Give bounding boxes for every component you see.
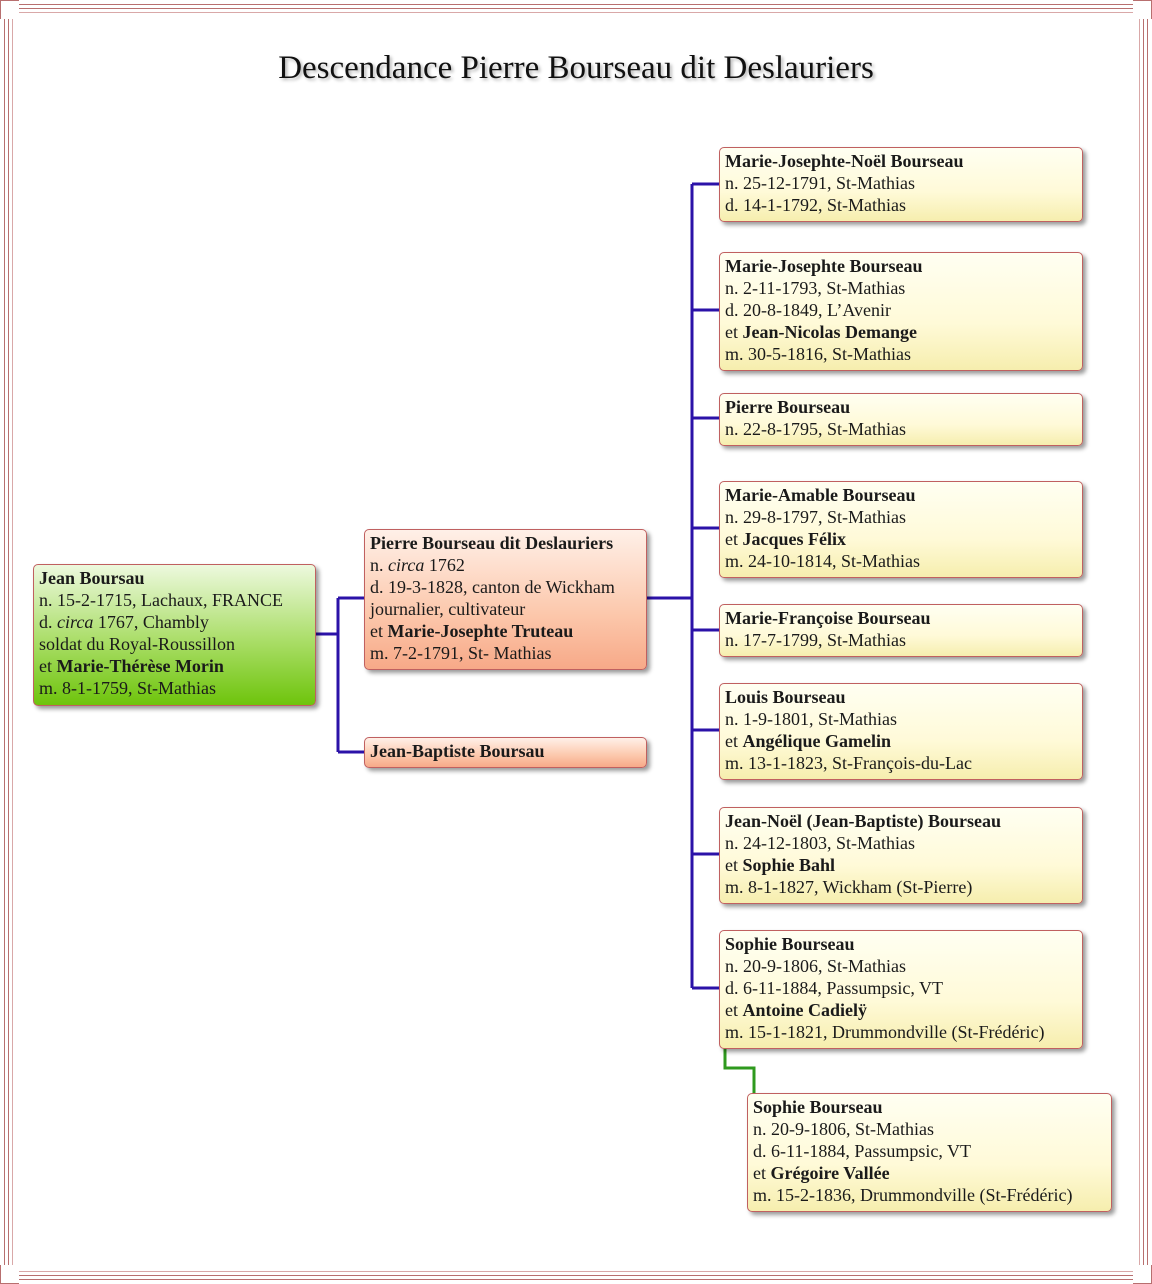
person-box-child-6[interactable]: Louis Bourseau n. 1-9-1801, St-Mathias e…	[719, 683, 1083, 780]
person-spouse: et Grégoire Vallée	[753, 1163, 890, 1183]
person-death: d. 14-1-1792, St-Mathias	[725, 195, 906, 215]
person-spouse: et Angélique Gamelin	[725, 731, 892, 751]
person-marriage: m. 30-5-1816, St-Mathias	[725, 344, 911, 364]
person-marriage: m. 7-2-1791, St- Mathias	[370, 643, 552, 663]
person-name: Jean-Noël (Jean-Baptiste) Bourseau	[725, 811, 1001, 831]
person-name: Pierre Bourseau	[725, 397, 851, 417]
person-spouse: et Marie-Josephte Truteau	[370, 621, 574, 641]
connector-remarriage	[723, 1048, 756, 1094]
person-spouse: et Jacques Félix	[725, 529, 846, 549]
person-box-remarriage[interactable]: Sophie Bourseau n. 20-9-1806, St-Mathias…	[747, 1093, 1112, 1212]
person-name: Marie-Josephte-Noël Bourseau	[725, 151, 964, 171]
person-occupation: soldat du Royal-Roussillon	[39, 634, 236, 654]
person-death: d. 19-3-1828, canton de Wickham	[370, 577, 615, 597]
person-birth: n. 25-12-1791, St-Mathias	[725, 173, 915, 193]
person-birth: n. 29-8-1797, St-Mathias	[725, 507, 906, 527]
person-box-child-4[interactable]: Marie-Amable Bourseau n. 29-8-1797, St-M…	[719, 481, 1083, 578]
person-box-child-2[interactable]: Marie-Josephte Bourseau n. 2-11-1793, St…	[719, 252, 1083, 371]
person-death: d. 20-8-1849, L’Avenir	[725, 300, 891, 320]
person-spouse: et Antoine Cadielÿ	[725, 1000, 868, 1020]
person-spouse: et Sophie Bahl	[725, 855, 836, 875]
person-box-jean-boursau[interactable]: Jean Boursau n. 15-2-1715, Lachaux, FRAN…	[33, 564, 316, 706]
person-box-jean-baptiste-boursau[interactable]: Jean-Baptiste Boursau	[364, 737, 647, 768]
person-birth: n. circa 1762	[370, 555, 465, 575]
person-death: d. 6-11-1884, Passumpsic, VT	[753, 1141, 971, 1161]
person-birth: n. 20-9-1806, St-Mathias	[725, 956, 906, 976]
person-name: Marie-Françoise Bourseau	[725, 608, 931, 628]
person-name: Sophie Bourseau	[753, 1097, 883, 1117]
person-box-child-7[interactable]: Jean-Noël (Jean-Baptiste) Bourseau n. 24…	[719, 807, 1083, 904]
person-birth: n. 17-7-1799, St-Mathias	[725, 630, 906, 650]
person-box-child-1[interactable]: Marie-Josephte-Noël Bourseau n. 25-12-17…	[719, 147, 1083, 222]
person-birth: n. 22-8-1795, St-Mathias	[725, 419, 906, 439]
person-name: Louis Bourseau	[725, 687, 846, 707]
person-death: d. 6-11-1884, Passumpsic, VT	[725, 978, 943, 998]
page-title: Descendance Pierre Bourseau dit Deslauri…	[278, 50, 874, 86]
person-box-child-5[interactable]: Marie-Françoise Bourseau n. 17-7-1799, S…	[719, 604, 1083, 657]
person-birth: n. 1-9-1801, St-Mathias	[725, 709, 897, 729]
person-marriage: m. 13-1-1823, St-François-du-Lac	[725, 753, 972, 773]
person-name: Marie-Josephte Bourseau	[725, 256, 923, 276]
person-name: Pierre Bourseau dit Deslauriers	[370, 533, 614, 553]
person-name: Jean-Baptiste Boursau	[370, 741, 545, 761]
person-name: Sophie Bourseau	[725, 934, 855, 954]
person-birth: n. 2-11-1793, St-Mathias	[725, 278, 906, 298]
person-box-child-3[interactable]: Pierre Bourseau n. 22-8-1795, St-Mathias	[719, 393, 1083, 446]
person-name: Marie-Amable Bourseau	[725, 485, 916, 505]
connector-jean-to-sons	[316, 596, 364, 754]
person-marriage: m. 8-1-1827, Wickham (St-Pierre)	[725, 877, 973, 897]
frame-corner-top-left	[0, 0, 19, 19]
person-box-child-8[interactable]: Sophie Bourseau n. 20-9-1806, St-Mathias…	[719, 930, 1083, 1049]
person-marriage: m. 15-1-1821, Drummondville (St-Frédéric…	[725, 1022, 1045, 1042]
descendant-lines	[316, 182, 719, 990]
person-spouse: et Marie-Thérèse Morin	[39, 656, 224, 676]
person-name: Jean Boursau	[39, 568, 145, 588]
person-birth: n. 15-2-1715, Lachaux, FRANCE	[39, 590, 283, 610]
person-occupation: journalier, cultivateur	[370, 599, 526, 619]
person-birth: n. 20-9-1806, St-Mathias	[753, 1119, 934, 1139]
person-box-pierre-bourseau-dit-deslauriers[interactable]: Pierre Bourseau dit Deslauriers n. circa…	[364, 529, 647, 670]
person-marriage: m. 15-2-1836, Drummondville (St-Frédéric…	[753, 1185, 1073, 1205]
person-marriage: m. 24-10-1814, St-Mathias	[725, 551, 920, 571]
person-marriage: m. 8-1-1759, St-Mathias	[39, 678, 216, 698]
person-death: d. circa 1767, Chambly	[39, 612, 209, 632]
connector-pierre-to-children	[647, 184, 694, 988]
person-spouse: et Jean-Nicolas Demange	[725, 322, 917, 342]
person-birth: n. 24-12-1803, St-Mathias	[725, 833, 915, 853]
